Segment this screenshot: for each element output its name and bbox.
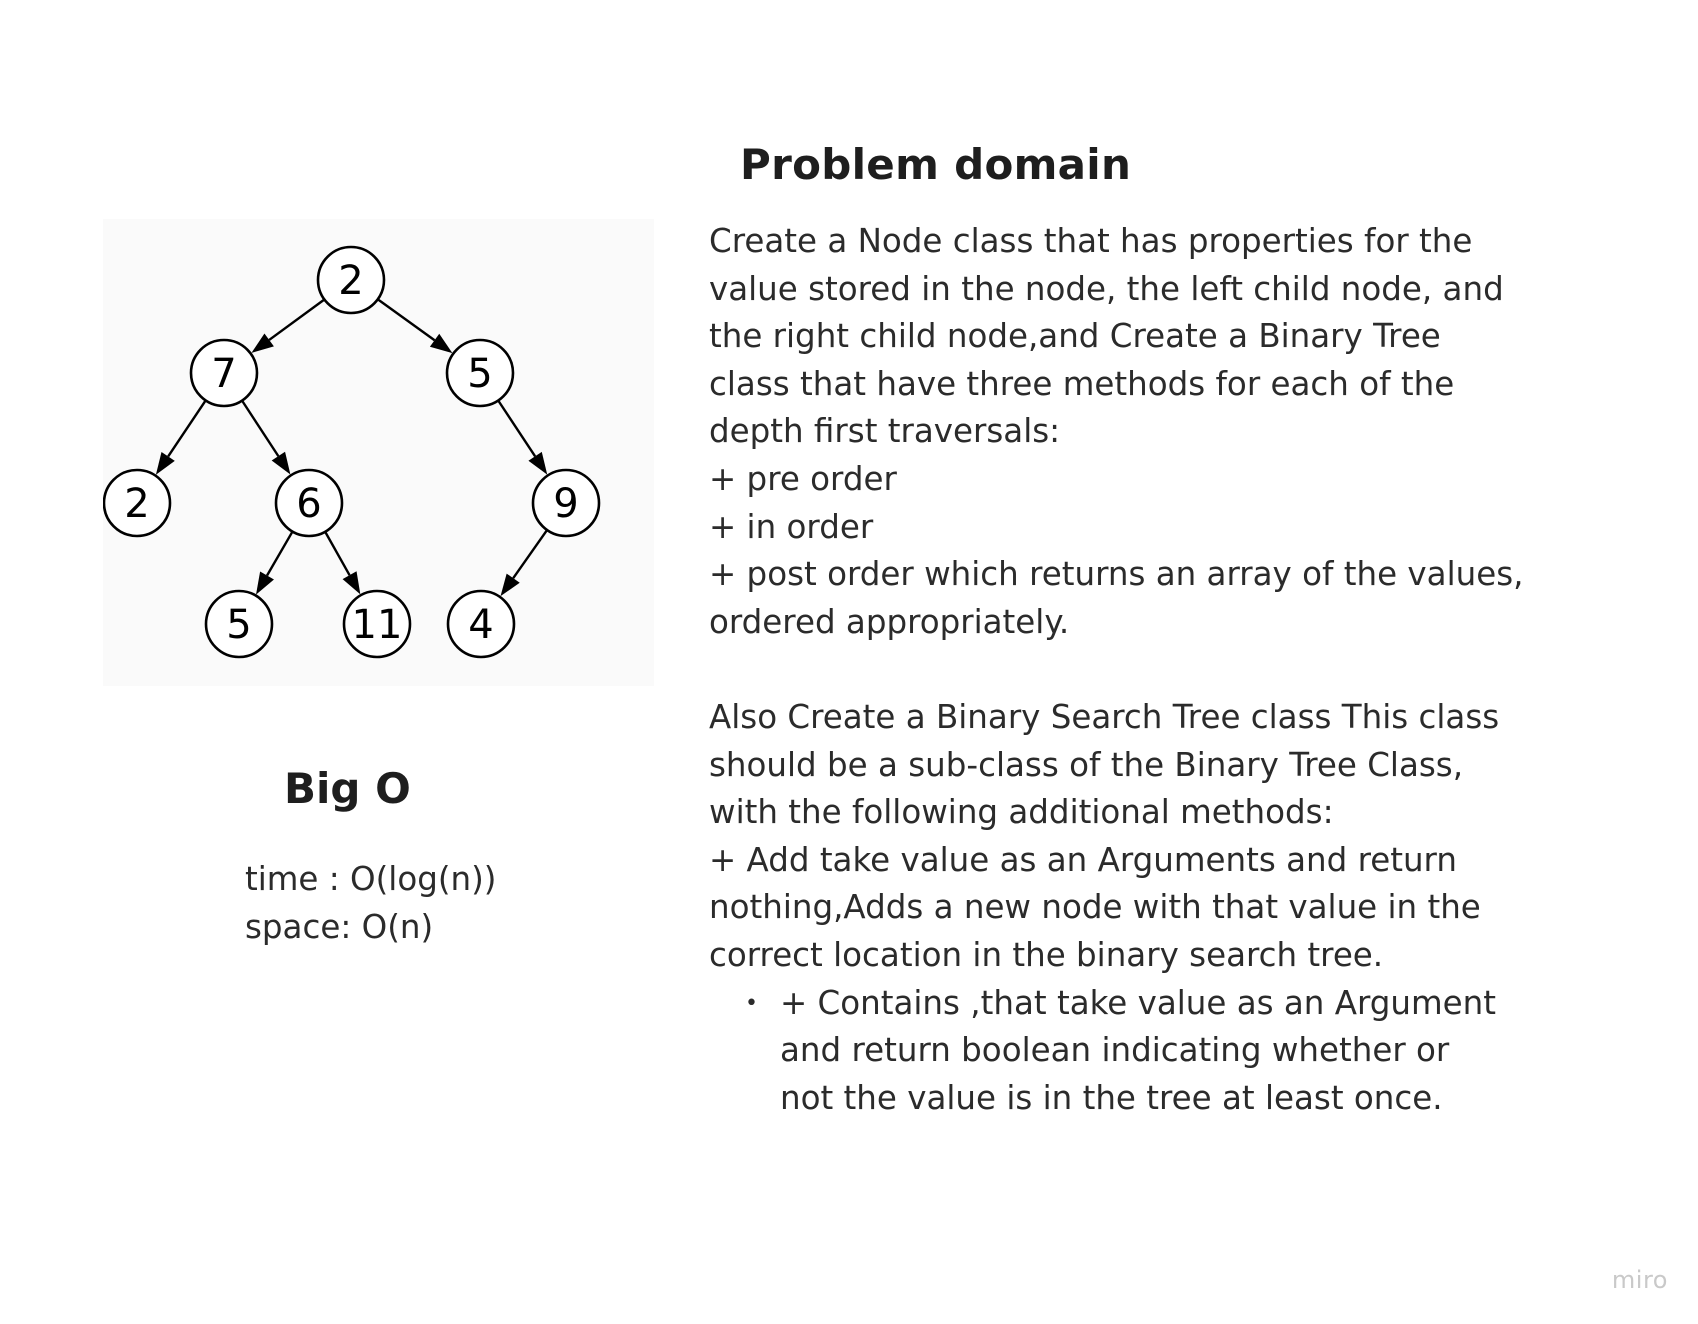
- tree-edge: [377, 298, 453, 354]
- arrowhead-icon: [271, 451, 291, 475]
- time-complexity: time : O(log(n)): [245, 860, 497, 898]
- bullet-list: • + Contains ,that take value as an Argu…: [709, 980, 1509, 1123]
- description-line: class that have three methods for each o…: [709, 364, 1455, 403]
- arrowhead-icon: [256, 571, 274, 595]
- description-line: correct location in the binary search tr…: [709, 935, 1384, 974]
- arrowhead-icon: [528, 451, 548, 475]
- description-line: the right child node,and Create a Binary…: [709, 317, 1441, 356]
- description-line: should be a sub-class of the Binary Tree…: [709, 745, 1464, 784]
- node-circle: [316, 245, 386, 315]
- tree-node: 2: [316, 245, 386, 315]
- tree-node: 4: [446, 589, 516, 659]
- edge-line: [268, 298, 326, 341]
- description-line: + post order which returns an array of t…: [709, 555, 1524, 594]
- tree-edge: [251, 298, 326, 353]
- node-label: 5: [467, 351, 492, 397]
- tree-node: 6: [274, 468, 344, 538]
- tree-node: 9: [531, 468, 601, 538]
- edge-line: [266, 530, 294, 577]
- tree-edge: [497, 399, 548, 475]
- description-line: Also Create a Binary Search Tree class T…: [709, 697, 1500, 736]
- tree-edge: [500, 529, 549, 597]
- node-circle: [274, 468, 344, 538]
- binary-tree-diagram: 2 7 5 2 6 9 5 11 4: [103, 245, 601, 659]
- arrowhead-icon: [342, 571, 361, 595]
- edge-line: [497, 399, 537, 457]
- big-o-title: Big O: [284, 764, 411, 813]
- description-line: nothing,Adds a new node with that value …: [709, 888, 1481, 927]
- node-circle: [445, 338, 515, 408]
- arrowhead-icon: [500, 573, 520, 597]
- node-circle: [446, 589, 516, 659]
- edge-line: [377, 298, 436, 342]
- tree-node: 5: [204, 589, 274, 659]
- node-label: 6: [296, 481, 321, 527]
- description-line: depth first traversals:: [709, 412, 1061, 451]
- edge-line: [324, 531, 351, 576]
- description-line: + in order: [709, 507, 874, 546]
- bullet-line: and return boolean indicating whether or: [780, 1031, 1450, 1070]
- tree-edge: [256, 530, 294, 595]
- edge-line: [512, 529, 549, 579]
- problem-domain-title: Problem domain: [740, 140, 1132, 189]
- node-circle: [531, 468, 601, 538]
- list-item: • + Contains ,that take value as an Argu…: [709, 980, 1509, 1123]
- edge-line: [167, 399, 207, 458]
- node-label: 11: [352, 602, 403, 648]
- description-line: + pre order: [709, 459, 897, 498]
- tree-edge: [155, 399, 207, 475]
- tree-edge: [241, 399, 291, 475]
- description-line: ordered appropriately.: [709, 602, 1070, 641]
- big-o-complexity: time : O(log(n)) space: O(n): [245, 856, 496, 951]
- node-label: 7: [211, 351, 236, 397]
- node-circle: [189, 338, 259, 408]
- space-complexity: space: O(n): [245, 907, 434, 946]
- tree-node: 5: [445, 338, 515, 408]
- arrowhead-icon: [429, 333, 453, 354]
- node-circle: [103, 468, 172, 538]
- edge-line: [241, 399, 280, 457]
- node-label: 2: [124, 481, 149, 527]
- tree-edge: [324, 531, 361, 595]
- miro-logo: miro: [1611, 1266, 1668, 1294]
- node-label: 2: [338, 258, 363, 304]
- bullet-marker: •: [745, 990, 758, 1016]
- tree-node: 11: [342, 589, 412, 659]
- bullet-line: + Contains ,that take value as an Argume…: [780, 983, 1496, 1022]
- node-circle: [204, 589, 274, 659]
- binary-tree-image: 2 7 5 2 6 9 5 11 4: [103, 219, 654, 686]
- bullet-line: not the value is in the tree at least on…: [780, 1078, 1443, 1117]
- description-line: with the following additional methods:: [709, 793, 1334, 832]
- node-label: 5: [226, 602, 251, 648]
- node-label: 9: [553, 481, 578, 527]
- arrowhead-icon: [155, 452, 175, 475]
- node-label: 4: [468, 602, 493, 648]
- problem-description: Create a Node class that has properties …: [709, 218, 1524, 1123]
- tree-node: 2: [103, 468, 172, 538]
- description-line: Create a Node class that has properties …: [709, 222, 1473, 260]
- description-line: value stored in the node, the left child…: [709, 269, 1504, 308]
- description-line: + Add take value as an Arguments and ret…: [709, 840, 1457, 879]
- arrowhead-icon: [251, 333, 274, 353]
- tree-node: 7: [189, 338, 259, 408]
- paragraph-spacer: [709, 646, 1509, 694]
- node-circle: [342, 589, 412, 659]
